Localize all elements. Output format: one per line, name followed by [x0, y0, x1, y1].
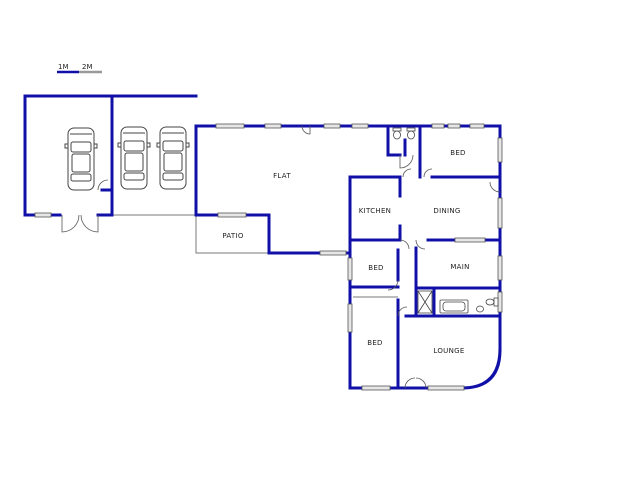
- window: [497, 291, 503, 313]
- window: [264, 123, 282, 129]
- window: [497, 255, 503, 281]
- scale-bar: 1M 2M: [57, 63, 102, 74]
- door-swing-icon: [80, 214, 99, 233]
- window: [323, 123, 341, 129]
- window: [447, 123, 461, 129]
- room-label-patio: PATIO: [222, 232, 244, 240]
- fixtures: [392, 127, 499, 314]
- window: [34, 212, 52, 218]
- window: [351, 123, 369, 129]
- window: [347, 257, 353, 281]
- room-label-bed-middle: BED: [368, 264, 384, 272]
- walls: [23, 94, 502, 390]
- door-swing-icon: [415, 239, 426, 250]
- window: [497, 197, 503, 229]
- door-swing-icon: [61, 214, 80, 233]
- door-swing-icon: [415, 377, 427, 389]
- room-label-flat: FLAT: [273, 172, 291, 180]
- door-swing-icon: [399, 239, 410, 250]
- toilet-icon: [406, 127, 416, 140]
- door-swing-icon: [402, 168, 412, 178]
- car-icon: [117, 126, 151, 190]
- door-swing-icon: [404, 377, 416, 389]
- room-label-main: MAIN: [450, 263, 469, 271]
- car-icon: [156, 126, 190, 190]
- window: [454, 237, 486, 243]
- scale-label-1m: 1M: [58, 63, 69, 71]
- window: [217, 212, 247, 218]
- window: [347, 303, 353, 333]
- door-swing-icon: [387, 279, 399, 291]
- windows: [34, 123, 503, 391]
- room-label-lounge: LOUNGE: [433, 347, 464, 355]
- car-icon: [64, 127, 98, 191]
- door-swing-icon: [423, 168, 433, 178]
- door-swing-icon: [397, 306, 408, 317]
- window: [319, 250, 347, 256]
- door-swing-icon: [489, 181, 501, 193]
- thin-outlines: [110, 214, 398, 298]
- toilet-icon: [485, 297, 499, 307]
- room-labels: FLAT PATIO KITCHEN DINING BED BED BED MA…: [222, 149, 469, 355]
- bath-icon: [439, 299, 469, 314]
- window: [361, 385, 391, 391]
- doors: [61, 125, 501, 389]
- window: [469, 123, 485, 129]
- room-label-kitchen: KITCHEN: [359, 207, 391, 215]
- window: [497, 137, 503, 163]
- door-swing-icon: [97, 179, 109, 191]
- scale-label-2m: 2M: [82, 63, 93, 71]
- room-label-bed-bottom: BED: [367, 339, 383, 347]
- door-swing-icon: [399, 154, 414, 169]
- garage-cars: [64, 126, 190, 191]
- window: [427, 385, 465, 391]
- room-label-bed-top: BED: [450, 149, 466, 157]
- door-swing-icon: [301, 125, 311, 135]
- room-label-dining: DINING: [433, 207, 460, 215]
- window: [215, 123, 245, 129]
- basin-icon: [476, 305, 484, 313]
- shower-icon: [417, 290, 433, 314]
- toilet-icon: [392, 127, 402, 140]
- window: [431, 123, 445, 129]
